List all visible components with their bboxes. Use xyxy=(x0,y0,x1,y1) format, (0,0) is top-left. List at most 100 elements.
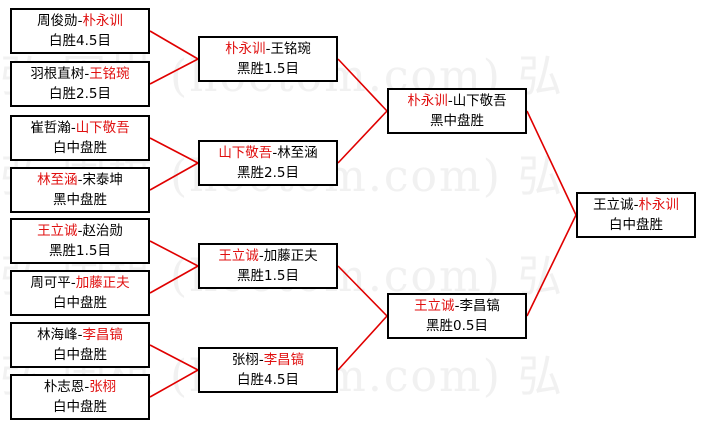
match-result: 白胜2.5目 xyxy=(49,86,111,102)
match-result: 白中盘胜 xyxy=(53,140,107,156)
match-players: 林至涵-宋泰坤 xyxy=(37,170,123,190)
player-white-name: 加藤正夫 xyxy=(75,275,130,291)
player-white-name: 朴永训 xyxy=(638,197,679,213)
player-black-name: 王立诚 xyxy=(593,197,634,213)
match-result: 黑胜2.5目 xyxy=(237,165,299,181)
bracket-connector-line xyxy=(337,315,388,371)
round1-match-box: 周可平-加藤正夫白中盘胜 xyxy=(10,270,150,316)
player-black-name: 山下敬吾 xyxy=(218,145,273,161)
round3-match-box: 王立诚-李昌镐黑胜0.5目 xyxy=(387,293,527,339)
match-result: 黑胜0.5目 xyxy=(426,318,488,334)
round1-match-box: 林至涵-宋泰坤黑中盘胜 xyxy=(10,167,150,213)
match-players: 张栩-李昌镐 xyxy=(232,350,304,370)
player-white-name: 王铭琬 xyxy=(270,41,311,57)
player-white-name: 李昌镐 xyxy=(459,298,500,314)
match-result: 白中盘胜 xyxy=(609,217,663,233)
player-black-name: 朴志恩 xyxy=(43,379,85,395)
round1-match-box: 朴志恩-张栩白中盘胜 xyxy=(10,374,150,420)
player-separator: - xyxy=(633,197,639,213)
match-players: 王立诚-加藤正夫 xyxy=(218,246,317,266)
match-result: 黑中盘胜 xyxy=(430,113,484,129)
bracket-connector-line xyxy=(526,110,577,216)
player-separator: - xyxy=(265,41,271,57)
match-players: 朴志恩-张栩 xyxy=(44,377,116,397)
player-separator: - xyxy=(258,248,264,264)
bracket-connector-line xyxy=(149,30,199,60)
player-separator: - xyxy=(77,13,83,29)
match-players: 林海峰-李昌镐 xyxy=(37,325,123,345)
player-black-name: 林海峰 xyxy=(37,327,78,343)
player-black-name: 王立诚 xyxy=(414,298,455,314)
round1-match-box: 王立诚-赵治勋黑胜1.5目 xyxy=(10,218,150,264)
match-result: 白胜4.5目 xyxy=(237,372,299,388)
player-separator: - xyxy=(258,352,264,368)
player-separator: - xyxy=(77,172,83,188)
match-result: 黑胜1.5目 xyxy=(237,268,299,284)
match-result: 白胜4.5目 xyxy=(49,33,111,49)
player-separator: - xyxy=(454,298,460,314)
player-white-name: 山下敬吾 xyxy=(452,93,507,109)
player-black-name: 周可平 xyxy=(30,275,71,291)
player-white-name: 王铭琬 xyxy=(89,66,130,82)
player-black-name: 王立诚 xyxy=(218,248,259,264)
bracket-connector-line xyxy=(149,58,199,85)
player-separator: - xyxy=(70,275,76,291)
round2-match-box: 山下敬吾-林至涵黑胜2.5目 xyxy=(198,140,338,186)
round1-match-box: 周俊勋-朴永训白胜4.5目 xyxy=(10,8,150,54)
player-white-name: 李昌镐 xyxy=(263,352,305,368)
player-white-name: 山下敬吾 xyxy=(75,120,130,136)
match-players: 山下敬吾-林至涵 xyxy=(218,143,317,163)
player-black-name: 朴永训 xyxy=(407,93,448,109)
player-separator: - xyxy=(272,145,278,161)
round1-match-box: 林海峰-李昌镐白中盘胜 xyxy=(10,322,150,368)
match-result: 白中盘胜 xyxy=(53,347,107,363)
player-white-name: 朴永训 xyxy=(82,13,123,29)
match-players: 周俊勋-朴永训 xyxy=(37,11,123,31)
bracket-connector-line xyxy=(149,240,199,267)
bracket-connector-line xyxy=(337,265,388,317)
bracket-connector-line xyxy=(149,369,199,398)
match-players: 王立诚-朴永训 xyxy=(593,195,679,215)
round2-match-box: 王立诚-加藤正夫黑胜1.5目 xyxy=(198,243,338,289)
final-match-box: 王立诚-朴永训白中盘胜 xyxy=(576,192,696,238)
player-black-name: 周俊勋 xyxy=(37,13,78,29)
bracket-connector-line xyxy=(337,110,388,164)
player-white-name: 李昌镐 xyxy=(82,327,123,343)
player-black-name: 羽根直树 xyxy=(30,66,85,82)
bracket-connector-line xyxy=(149,162,199,191)
player-black-name: 张栩 xyxy=(231,352,259,368)
player-white-name: 张栩 xyxy=(89,379,117,395)
player-black-name: 林至涵 xyxy=(37,172,78,188)
match-players: 周可平-加藤正夫 xyxy=(30,273,129,293)
match-players: 羽根直树-王铭琬 xyxy=(30,64,129,84)
player-white-name: 林至涵 xyxy=(277,145,318,161)
player-separator: - xyxy=(84,379,90,395)
player-separator: - xyxy=(77,223,83,239)
bracket-connector-line xyxy=(149,265,199,294)
round2-match-box: 朴永训-王铭琬黑胜1.5目 xyxy=(198,36,338,82)
match-players: 王立诚-李昌镐 xyxy=(414,296,500,316)
player-separator: - xyxy=(70,120,76,136)
player-black-name: 王立诚 xyxy=(37,223,78,239)
player-separator: - xyxy=(447,93,453,109)
bracket-connector-line xyxy=(337,58,388,112)
match-result: 黑胜1.5目 xyxy=(49,243,111,259)
match-result: 白中盘胜 xyxy=(53,399,107,415)
player-separator: - xyxy=(84,66,90,82)
match-players: 朴永训-王铭琬 xyxy=(225,39,311,59)
match-players: 王立诚-赵治勋 xyxy=(37,221,123,241)
match-players: 崔哲瀚-山下敬吾 xyxy=(30,118,129,138)
bracket-connector-line xyxy=(526,214,577,317)
match-result: 黑中盘胜 xyxy=(53,192,107,208)
round1-match-box: 羽根直树-王铭琬白胜2.5目 xyxy=(10,61,150,107)
bracket-connector-line xyxy=(149,344,199,371)
match-result: 白中盘胜 xyxy=(53,295,107,311)
match-result: 黑胜1.5目 xyxy=(237,61,299,77)
player-black-name: 崔哲瀚 xyxy=(30,120,71,136)
round3-match-box: 朴永训-山下敬吾黑中盘胜 xyxy=(387,88,527,134)
round1-match-box: 崔哲瀚-山下敬吾白中盘胜 xyxy=(10,115,150,161)
player-white-name: 加藤正夫 xyxy=(263,248,318,264)
round2-match-box: 张栩-李昌镐白胜4.5目 xyxy=(198,347,338,393)
player-white-name: 赵治勋 xyxy=(82,223,123,239)
